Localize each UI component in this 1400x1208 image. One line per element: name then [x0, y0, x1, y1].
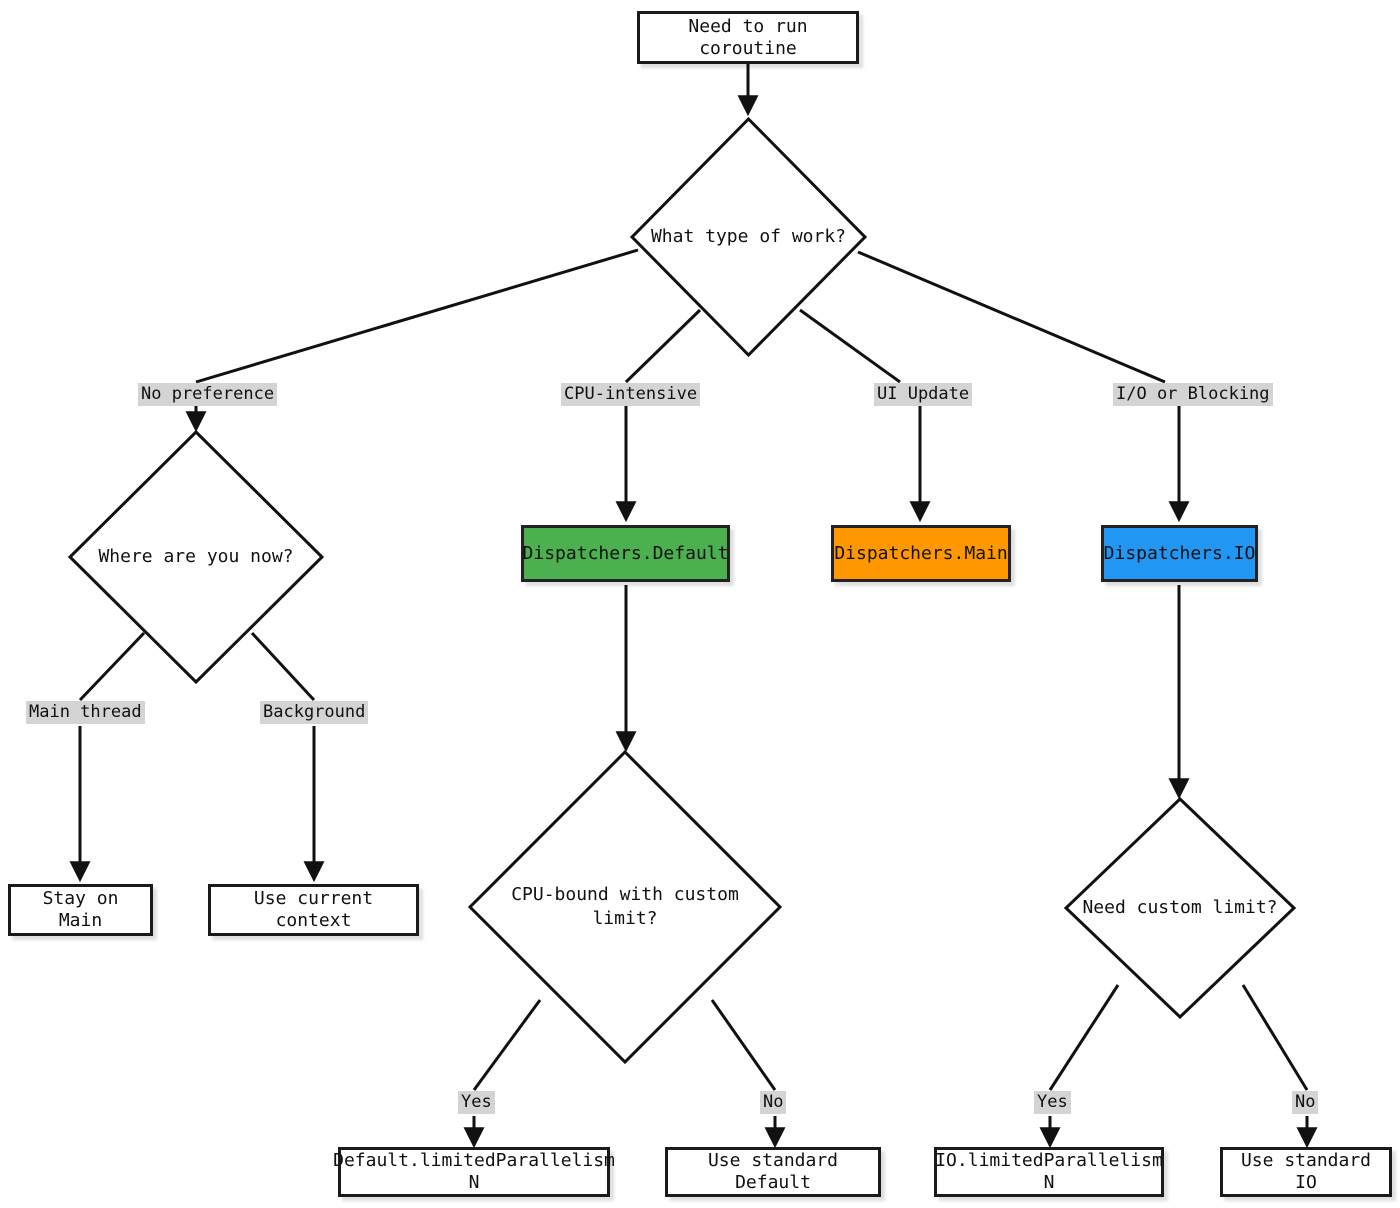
edge-cpulimit-no	[710, 999, 777, 1091]
node-label: Stay on Main	[42, 888, 119, 931]
node-dispatchers-default[interactable]: Dispatchers.Default	[521, 525, 730, 582]
edge-worktype-nopreference	[195, 248, 639, 384]
node-label: Dispatchers.Default	[522, 542, 729, 564]
node-use-standard-default[interactable]: Use standard Default	[665, 1147, 881, 1197]
node-dispatchers-main[interactable]: Dispatchers.Main	[831, 525, 1011, 582]
edge-label-io-no: No	[1292, 1091, 1319, 1115]
edge-label-background: Background	[260, 701, 369, 725]
edge-label-ui-update: UI Update	[874, 383, 973, 407]
edge-label-cpu-intensive: CPU-intensive	[561, 383, 701, 407]
edge-label-no-preference: No preference	[138, 383, 278, 407]
edge-worktype-cpu	[624, 308, 702, 384]
node-label: Use current context	[253, 888, 374, 931]
edge-label-cpu-no: No	[760, 1091, 787, 1115]
node-default-limited-parallelism[interactable]: Default.limitedParallelism N	[333, 1147, 615, 1197]
node-label: Use standard Default	[707, 1150, 839, 1193]
edge-label-io-or-blocking: I/O or Blocking	[1113, 383, 1273, 407]
edge-label-main-thread: Main thread	[26, 701, 145, 725]
node-io-limited-parallelism[interactable]: IO.limitedParallelism N	[934, 1147, 1164, 1197]
edge-iolimit-yes	[1048, 984, 1120, 1091]
node-stay-on-main[interactable]: Stay on Main	[8, 884, 153, 936]
edge-iolimit-no	[1241, 984, 1309, 1091]
edge-worktype-ui	[799, 308, 901, 384]
node-need-to-run-coroutine[interactable]: Need to run coroutine	[637, 11, 859, 64]
edge-cpulimit-yes	[472, 999, 542, 1091]
node-label: IO.limitedParallelism N	[935, 1150, 1163, 1193]
node-label: Default.limitedParallelism N	[333, 1150, 615, 1193]
edge-label-io-yes: Yes	[1034, 1091, 1071, 1115]
edge-worktype-io	[857, 250, 1166, 384]
node-dispatchers-io[interactable]: Dispatchers.IO	[1101, 525, 1258, 582]
node-use-current-context[interactable]: Use current context	[208, 884, 419, 936]
edge-where-mainthread	[78, 631, 146, 702]
edge-where-background	[250, 631, 316, 702]
node-label: Dispatchers.IO	[1103, 542, 1256, 564]
node-label: Need to run coroutine	[688, 15, 808, 59]
node-use-standard-io[interactable]: Use standard IO	[1220, 1147, 1392, 1197]
node-label: Use standard IO	[1240, 1150, 1372, 1193]
node-label: Dispatchers.Main	[834, 542, 1008, 564]
edge-label-cpu-yes: Yes	[458, 1091, 495, 1115]
